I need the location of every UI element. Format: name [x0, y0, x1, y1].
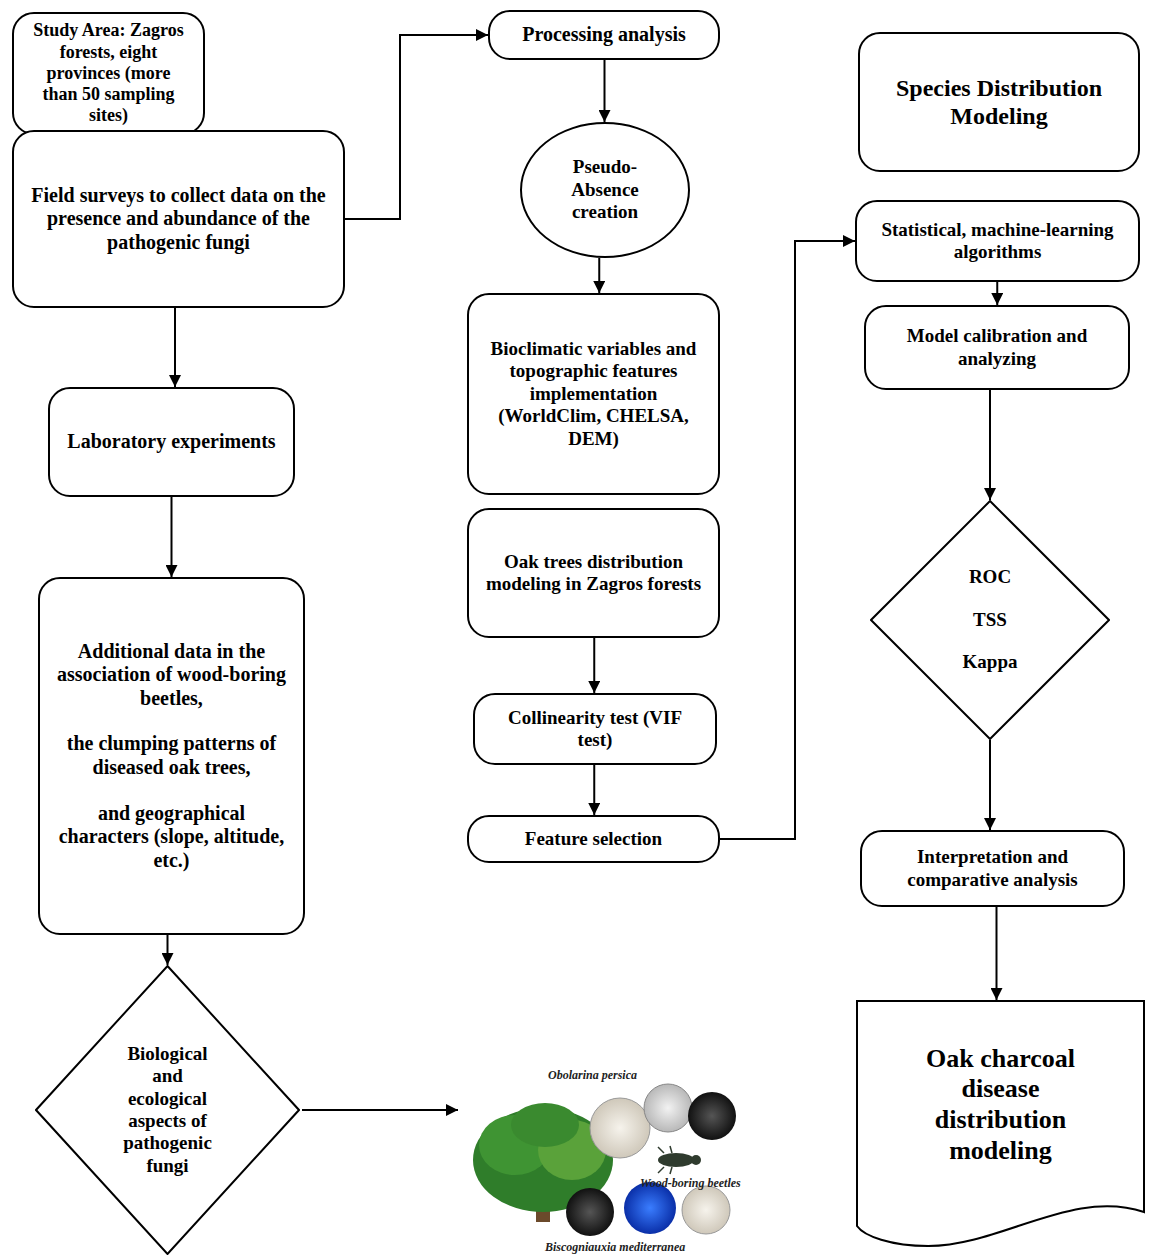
node-text: TSS	[945, 609, 1035, 631]
beetle-icon	[658, 1146, 701, 1174]
node-content: Oak charcoal disease distribution modeli…	[901, 1044, 1101, 1167]
decision-diamond: Biological and ecological aspects of pat…	[35, 965, 300, 1255]
fungus-stroma	[566, 1188, 614, 1236]
decision-diamond: ROC TSS Kappa	[870, 500, 1110, 740]
process-box: Field surveys to collect data on the pre…	[12, 130, 345, 308]
flow-arrow	[720, 241, 855, 839]
leader-arrow	[302, 1109, 458, 1111]
flow-arrow	[598, 258, 600, 293]
flow-arrow	[174, 308, 176, 387]
process-box: Bioclimatic variables and topographic fe…	[467, 293, 720, 495]
node-text: the clumping patterns of diseased oak tr…	[54, 732, 289, 779]
flow-arrow	[593, 765, 595, 815]
node-content: Model calibration and analyzing	[866, 325, 1128, 370]
node-text: ROC	[945, 566, 1035, 588]
node-text: Interpretation and comparative analysis	[876, 846, 1109, 891]
node-content: Field surveys to collect data on the pre…	[14, 184, 343, 255]
node-text: Oak trees distribution modeling in Zagro…	[483, 551, 704, 596]
process-box: Additional data in the association of wo…	[38, 577, 305, 935]
node-content: Processing analysis	[490, 23, 718, 47]
node-content: ROC TSS Kappa	[945, 566, 1035, 673]
node-content: Collinearity test (VIF test)	[475, 707, 715, 752]
process-ellipse: Pseudo-Absence creation	[520, 122, 690, 258]
node-text: Laboratory experiments	[64, 430, 279, 454]
flow-arrow	[345, 35, 488, 219]
output-document: Oak charcoal disease distribution modeli…	[856, 1000, 1145, 1250]
flow-arrow	[171, 497, 173, 577]
flow-arrow	[167, 935, 169, 965]
node-text: Study Area: Zagros forests, eight provin…	[28, 20, 189, 126]
node-content: Interpretation and comparative analysis	[862, 846, 1123, 891]
process-box: Statistical, machine-learning algorithms	[855, 200, 1140, 282]
node-text: Oak charcoal disease distribution modeli…	[901, 1044, 1101, 1167]
node-content: Bioclimatic variables and topographic fe…	[469, 338, 718, 450]
process-box: Collinearity test (VIF test)	[473, 693, 717, 765]
process-box: Interpretation and comparative analysis	[860, 830, 1125, 907]
process-box: Processing analysis	[488, 10, 720, 60]
image-caption: Wood-boring beetles	[640, 1176, 741, 1191]
node-text: Feature selection	[483, 828, 704, 850]
image-caption: Biscogniauxia mediterranea	[545, 1240, 685, 1255]
node-text: Statistical, machine-learning algorithms	[871, 219, 1124, 264]
node-text: Processing analysis	[504, 23, 704, 47]
image-caption: Obolarina persica	[548, 1068, 637, 1083]
node-text: Pseudo-Absence creation	[550, 156, 660, 223]
node-text: Kappa	[945, 651, 1035, 673]
flow-arrow	[989, 390, 991, 500]
flow-arrow	[604, 60, 606, 122]
flow-arrow	[996, 282, 998, 305]
node-text: Bioclimatic variables and topographic fe…	[483, 338, 704, 450]
node-text: Additional data in the association of wo…	[54, 640, 289, 711]
node-content: Species Distribution Modeling	[860, 74, 1138, 131]
node-content: Study Area: Zagros forests, eight provin…	[14, 20, 203, 126]
node-content: Additional data in the association of wo…	[40, 640, 303, 873]
process-box: Oak trees distribution modeling in Zagro…	[467, 508, 720, 638]
fungus-spores	[644, 1084, 692, 1132]
node-content: Oak trees distribution modeling in Zagro…	[469, 551, 718, 596]
node-content: Pseudo-Absence creation	[550, 156, 660, 223]
process-box: Model calibration and analyzing	[864, 305, 1130, 390]
node-content: Laboratory experiments	[50, 430, 293, 454]
node-text: and geographical characters (slope, alti…	[54, 802, 289, 873]
node-content: Feature selection	[469, 828, 718, 850]
fungus-culture	[590, 1098, 650, 1158]
fungus-stroma	[688, 1092, 736, 1140]
process-box: Study Area: Zagros forests, eight provin…	[12, 12, 205, 135]
node-content: Statistical, machine-learning algorithms	[857, 219, 1138, 264]
flow-arrow	[996, 907, 998, 1000]
flow-arrow	[593, 638, 595, 693]
process-box: Species Distribution Modeling	[858, 32, 1140, 172]
node-text: Field surveys to collect data on the pre…	[28, 184, 329, 255]
node-text: Model calibration and analyzing	[880, 325, 1114, 370]
process-box: Laboratory experiments	[48, 387, 295, 497]
node-text: Species Distribution Modeling	[874, 74, 1124, 131]
process-box: Feature selection	[467, 815, 720, 863]
fungus-culture	[682, 1186, 730, 1234]
node-text: Collinearity test (VIF test)	[489, 707, 701, 752]
flow-arrow	[989, 740, 991, 830]
node-text: Biological and ecological aspects of pat…	[112, 1043, 224, 1177]
node-content: Biological and ecological aspects of pat…	[112, 1043, 224, 1177]
